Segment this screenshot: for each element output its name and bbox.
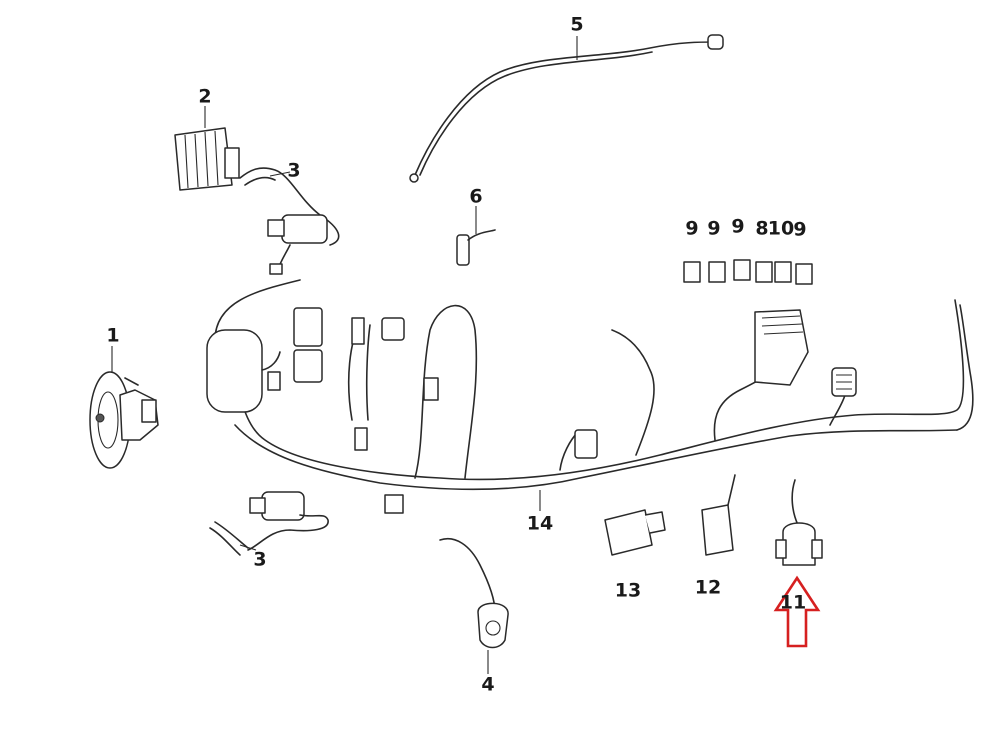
part-label-13: 13: [614, 579, 642, 602]
arrow-up-icon: [773, 575, 821, 648]
junction-box: [206, 329, 281, 413]
sensor-part-6: [456, 229, 496, 266]
ignition-coil-upper: [239, 167, 340, 275]
part-label-6: 6: [469, 185, 483, 208]
connector-group: [267, 307, 598, 514]
main-wiring-harness: [214, 279, 974, 491]
part-label-2: 2: [198, 85, 212, 108]
sensor-part-4: [439, 538, 509, 649]
part-label-12: 12: [694, 576, 722, 599]
part-label-9b: 9: [707, 217, 721, 240]
part-label-8: 8: [755, 217, 769, 240]
ecu-connector: [754, 309, 857, 397]
highlight-arrow: [773, 575, 821, 648]
cable-part-5: [409, 34, 724, 183]
part-label-9c: 9: [731, 215, 745, 238]
horn-part: [89, 371, 159, 469]
part-label-4: 4: [481, 673, 495, 696]
flasher-part-13: [604, 509, 666, 556]
part-label-10: 10: [767, 217, 795, 240]
part-label-1: 1: [106, 324, 120, 347]
part-label-3-upper: 3: [287, 159, 301, 182]
part-label-11: 11: [779, 591, 807, 614]
part-label-5: 5: [570, 13, 584, 36]
part-label-9a: 9: [685, 217, 699, 240]
part-label-9d: 9: [793, 218, 807, 241]
relay-part-12: [701, 474, 736, 556]
plug-part-11: [775, 479, 823, 566]
regulator-part: [174, 127, 240, 191]
ignition-coil-lower: [209, 491, 329, 556]
part-label-14: 14: [526, 512, 554, 535]
part-label-3-lower: 3: [253, 548, 267, 571]
relay-row: [683, 259, 813, 285]
leader-lines: [111, 36, 578, 674]
